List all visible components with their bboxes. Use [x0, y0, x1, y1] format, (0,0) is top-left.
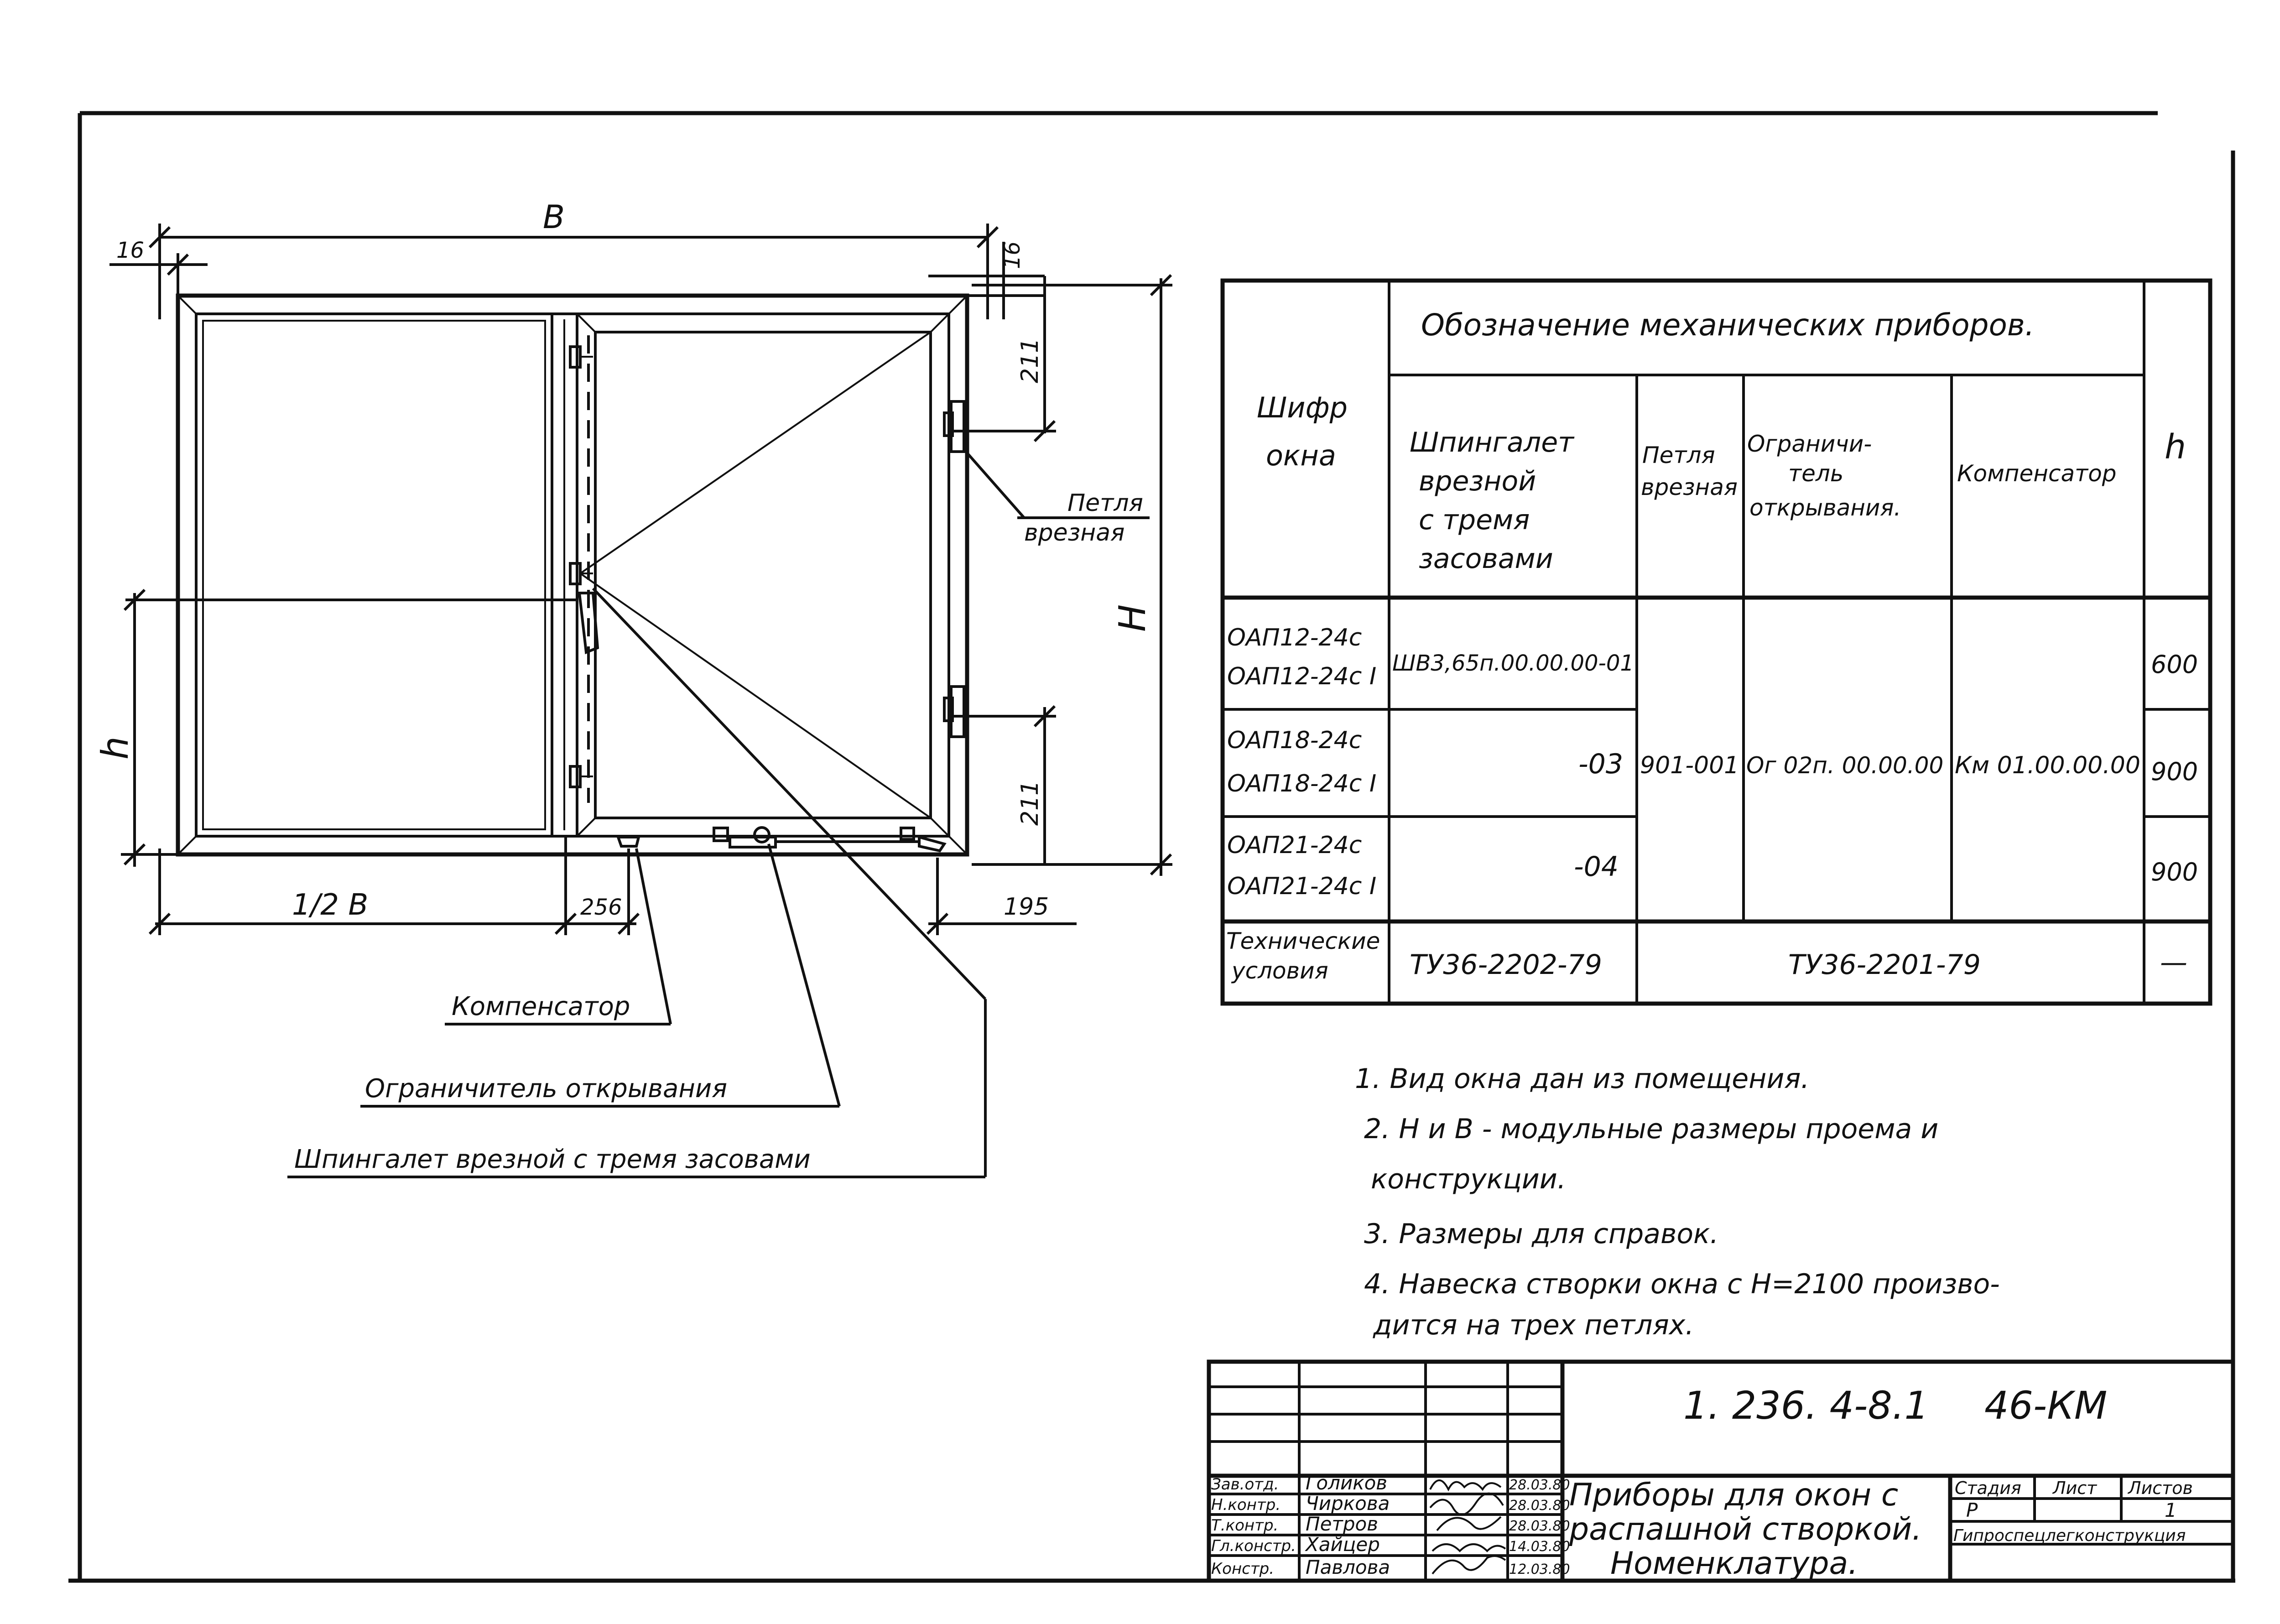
row1-h: 600: [2151, 650, 2198, 679]
date-3: 28.03.80: [1509, 1518, 1570, 1534]
dim-16-left-label: 16: [116, 238, 144, 263]
sheet-frame: [68, 111, 2235, 1583]
name-1: Голиков: [1306, 1472, 1387, 1494]
col-compensator: Компенсатор: [1957, 460, 2117, 487]
callout-hinge-line1: Петля: [1067, 489, 1143, 517]
dim-b-label: B: [543, 198, 565, 236]
row3-code2: ОАП21-24с I: [1227, 873, 1376, 900]
date-4: 14.03.80: [1509, 1539, 1570, 1555]
tech-label-line1: Технические: [1226, 928, 1380, 954]
title-line2: распашной створкой.: [1569, 1511, 1922, 1547]
merged-limiter: Ог 02п. 00.00.00: [1746, 752, 1943, 779]
note-4: 4. Навеска створки окна с Н=2100 произво…: [1364, 1268, 2000, 1300]
row2-code1: ОАП18-24с: [1227, 727, 1362, 754]
merged-hinge: 901-001: [1640, 752, 1739, 779]
callout-hinge-line2: врезная: [1024, 519, 1124, 547]
sheets-label: Листов: [2127, 1478, 2193, 1498]
dim-256-label: 256: [580, 895, 622, 920]
row1-code2: ОАП12-24с I: [1227, 663, 1376, 690]
callout-compensator: Компенсатор: [452, 992, 630, 1021]
tech-espag: ТУ36-2202-79: [1410, 949, 1602, 981]
row3-h: 900: [2151, 858, 2198, 886]
dim-16-right-label: 16: [999, 241, 1025, 269]
row1-espag: ШВ3,65п.00.00.00-01: [1392, 651, 1634, 676]
title-block-text: 1. 236. 4-8.1 46-КМ Приборы для окон с р…: [1211, 1383, 2193, 1582]
note-3: 3. Размеры для справок.: [1364, 1218, 1718, 1250]
doc-code: 1. 236. 4-8.1: [1683, 1383, 1929, 1428]
col-hinge-line2: врезная: [1641, 474, 1738, 500]
col-espag-line3: с тремя: [1419, 504, 1530, 536]
sheets-value: 1: [2165, 1499, 2177, 1521]
notes: 1. Вид окна дан из помещения. 2. Н и В -…: [1355, 1063, 2000, 1341]
note-2-cont: конструкции.: [1371, 1163, 1566, 1195]
row1-code1: ОАП12-24с: [1227, 624, 1362, 651]
callout-leaders: [287, 448, 1150, 1178]
name-3: Петров: [1306, 1513, 1378, 1535]
signature-4: [1432, 1543, 1506, 1552]
date-5: 12.03.80: [1509, 1562, 1570, 1577]
row2-code2: ОАП18-24с I: [1227, 770, 1376, 797]
role-5: Констр.: [1211, 1560, 1274, 1578]
dim-half-b-label: 1/2 B: [292, 888, 368, 922]
name-4: Хайцер: [1305, 1533, 1380, 1556]
title-line1: Приборы для окон с: [1569, 1477, 1898, 1513]
merged-compensator: Км 01.00.00.00: [1955, 752, 2140, 779]
dimension-lines: [109, 224, 1172, 935]
stage-label: Стадия: [1955, 1478, 2021, 1498]
role-2: Н.контр.: [1211, 1496, 1281, 1514]
title-block: [1207, 1359, 2235, 1583]
note-4-cont: дится на трех петлях.: [1373, 1309, 1694, 1341]
organization: Гипроспецлегконструкция: [1953, 1526, 2186, 1545]
date-1: 28.03.80: [1509, 1477, 1570, 1493]
role-1: Зав.отд.: [1211, 1475, 1279, 1494]
note-1: 1. Вид окна дан из помещения.: [1355, 1063, 1810, 1095]
col-limiter-line2: тель: [1788, 460, 1843, 487]
signature-2: [1429, 1492, 1504, 1516]
name-5: Павлова: [1306, 1556, 1390, 1578]
signature-5: [1432, 1555, 1506, 1575]
window-elevation: [176, 293, 969, 857]
dim-195-label: 195: [1004, 893, 1049, 921]
spec-table-text: Шифр окна Обозначение механических прибо…: [1226, 307, 2198, 984]
signature-3: [1436, 1516, 1502, 1531]
row2-h: 900: [2151, 757, 2198, 786]
col-code-line2: окна: [1266, 439, 1336, 472]
title-line3: Номенклатура.: [1610, 1546, 1858, 1582]
role-3: Т.контр.: [1211, 1516, 1278, 1535]
row2-espag: -03: [1578, 748, 1623, 780]
col-espag-line4: засовами: [1419, 543, 1553, 575]
tech-h: —: [2160, 947, 2187, 979]
spec-table: [1220, 278, 2212, 1006]
dim-h-lower-label: h: [94, 736, 136, 760]
dim-211-bottom-label: 211: [1016, 781, 1044, 826]
dim-h-upper-label: H: [1111, 604, 1154, 632]
col-hinge-line1: Петля: [1642, 442, 1715, 468]
sheet-label: Лист: [2052, 1478, 2098, 1498]
col-espag-line1: Шпингалет: [1410, 427, 1575, 458]
note-2: 2. Н и В - модульные размеры проема и: [1364, 1113, 1938, 1145]
tech-label-line2: условия: [1231, 958, 1328, 984]
col-limiter-line1: Ограничи-: [1747, 431, 1872, 457]
stage-value: Р: [1966, 1499, 1978, 1521]
row3-espag: -04: [1574, 851, 1619, 883]
group-header: Обозначение механических приборов.: [1421, 307, 2035, 343]
date-2: 28.03.80: [1509, 1498, 1570, 1514]
role-4: Гл.констр.: [1211, 1537, 1296, 1555]
row3-code1: ОАП21-24с: [1227, 832, 1362, 859]
tech-other: ТУ36-2201-79: [1788, 949, 1981, 981]
callout-limiter: Ограничитель открывания: [365, 1074, 727, 1103]
signature-1: [1429, 1479, 1502, 1492]
col-limiter-line3: открывания.: [1749, 494, 1901, 521]
col-code-line1: Шифр: [1257, 391, 1348, 424]
callout-espagnolette: Шпингалет врезной с тремя засовами: [294, 1145, 811, 1174]
dim-211-top-label: 211: [1016, 338, 1044, 383]
col-h: h: [2165, 427, 2186, 467]
col-espag-line2: врезной: [1419, 465, 1536, 497]
name-2: Чиркова: [1306, 1492, 1390, 1515]
sheet-code: 46-КМ: [1984, 1383, 2107, 1428]
drawing-labels: B 16 16 211 211 H h 1/2 B 256 195 Петля …: [94, 198, 1154, 1174]
